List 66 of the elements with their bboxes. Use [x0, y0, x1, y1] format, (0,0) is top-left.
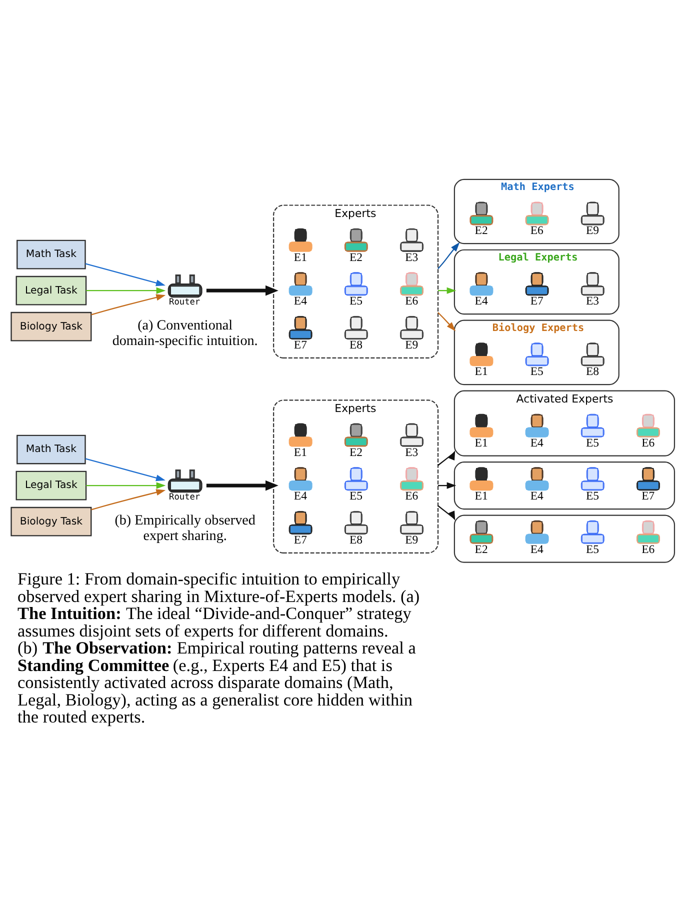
- arrow: [85, 458, 166, 481]
- node-label: E1: [294, 250, 307, 264]
- node-label: E6: [642, 436, 655, 449]
- arrow: [85, 262, 166, 286]
- caption: Figure 1: From domain-specific intuition to empirically observed expert sharing in Mixture-of-Experts models. (a) The Intuition: The ideal “Divide-and-Conquer” strategy assumes disjoint sets of experts for different domains. (b) The Observation: Empirical routing patterns reveal a Standing Committee (e.g., Experts E4 and E5) that is consistently activated across disparate domains (Math, Legal, Biology), acting as a generalist core hidden within the routed experts.: [18, 569, 420, 726]
- node-label: E6: [530, 224, 544, 237]
- node-label: E4: [294, 294, 307, 308]
- node-label: E8: [586, 364, 600, 378]
- node-label: E6: [405, 294, 418, 308]
- arrow: [438, 450, 456, 466]
- cluster: [454, 514, 676, 562]
- node-label: E1: [474, 436, 488, 449]
- node-label: E5: [530, 364, 544, 378]
- arrow: [438, 312, 456, 331]
- node-label: E2: [350, 250, 363, 264]
- node-label: E9: [586, 224, 600, 237]
- node-label: E7: [294, 338, 307, 352]
- node-label: E8: [350, 338, 363, 352]
- node-label: E4: [474, 294, 488, 308]
- node-box: Math Task: [16, 239, 86, 269]
- arrow: [438, 286, 456, 294]
- node-label: E2: [474, 542, 488, 556]
- arrow: [91, 488, 166, 510]
- arrow: [438, 482, 456, 488]
- node-label: E8: [350, 533, 363, 546]
- arrow: [86, 482, 166, 488]
- node-label: E9: [405, 338, 418, 352]
- node-label: E5: [586, 489, 600, 502]
- node-label: E7: [530, 294, 544, 308]
- node-label: E6: [405, 489, 418, 502]
- node-label: E4: [530, 489, 544, 502]
- arrow: [86, 286, 166, 294]
- arrow: [438, 504, 456, 520]
- node-label: E4: [294, 489, 307, 502]
- node-label: E1: [474, 489, 488, 502]
- node-box: Math Task: [16, 434, 86, 464]
- arrow: [206, 480, 278, 490]
- label: (a) Conventional domain-specific intuition.: [112, 316, 258, 348]
- node-box: Legal Task: [16, 275, 87, 305]
- node-label: Router: [169, 297, 200, 308]
- node-label: E5: [350, 294, 363, 308]
- node-label: E1: [474, 364, 488, 378]
- node-label: E4: [530, 436, 544, 449]
- node-label: E6: [642, 542, 655, 556]
- node-label: E7: [642, 489, 655, 502]
- node-label: E3: [405, 445, 418, 458]
- node-box: Legal Task: [16, 470, 87, 500]
- node-label: E1: [294, 445, 307, 458]
- node-label: Router: [169, 492, 200, 502]
- node-box: Biology Task: [10, 506, 92, 536]
- node-label: E2: [474, 224, 488, 237]
- node-label: E5: [350, 489, 363, 502]
- node-label: E4: [530, 542, 544, 556]
- arrow: [438, 242, 460, 269]
- node-label: E3: [586, 294, 600, 308]
- node-label: E5: [586, 542, 600, 556]
- cluster: [454, 461, 676, 510]
- node-label: E5: [586, 436, 600, 449]
- node-label: E3: [405, 250, 418, 264]
- node-label: E7: [294, 533, 307, 546]
- arrow: [91, 294, 166, 315]
- node-label: E9: [405, 533, 418, 546]
- label: (b) Empirically observed expert sharing.: [114, 512, 256, 544]
- node-box: Biology Task: [10, 311, 92, 341]
- node-label: E2: [350, 445, 363, 458]
- arrow: [206, 284, 278, 296]
